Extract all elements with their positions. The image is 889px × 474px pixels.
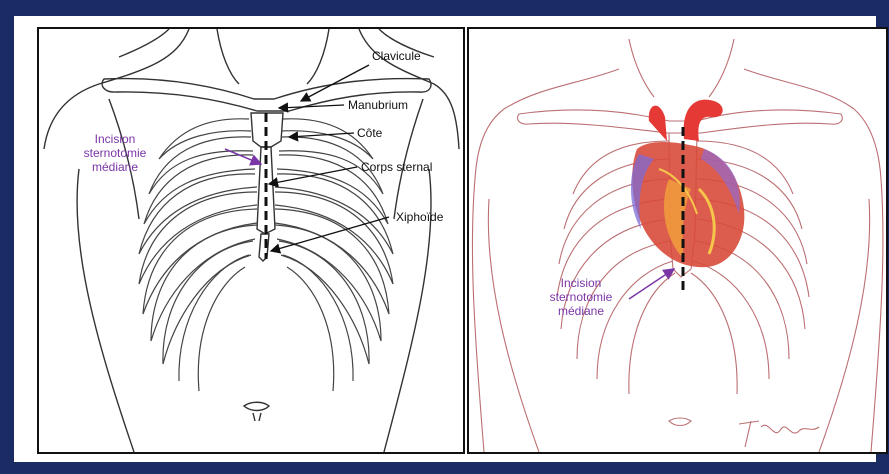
heart-illustration bbox=[631, 100, 744, 268]
skeletal-thorax-diagram: Clavicule Manubrium Côte Corps sternal X… bbox=[37, 27, 465, 454]
label-xiphoide: Xiphoïde bbox=[396, 210, 444, 224]
heart-thorax-svg: Incision sternotomie médiane bbox=[469, 29, 886, 452]
label-corps-sternal: Corps sternal bbox=[361, 160, 432, 174]
thorax-outline bbox=[44, 29, 459, 452]
figure-panel: Clavicule Manubrium Côte Corps sternal X… bbox=[14, 16, 876, 462]
svg-text:sternotomie: sternotomie bbox=[550, 290, 613, 304]
xiphoide-arrow bbox=[271, 217, 389, 251]
skeletal-thorax-svg: Clavicule Manubrium Côte Corps sternal X… bbox=[39, 29, 463, 452]
label-clavicule: Clavicule bbox=[372, 49, 421, 63]
incision-label-right: Incision sternotomie médiane bbox=[550, 276, 613, 318]
heart-thorax-illustration: Incision sternotomie médiane bbox=[467, 27, 888, 454]
incision-arrow-right bbox=[629, 269, 674, 299]
incision-label-left: Incision sternotomie médiane bbox=[84, 132, 147, 174]
label-cote: Côte bbox=[357, 126, 383, 140]
svg-text:médiane: médiane bbox=[92, 160, 138, 174]
svg-text:Incision: Incision bbox=[561, 276, 602, 290]
ribs-left bbox=[139, 119, 257, 391]
svg-text:sternotomie: sternotomie bbox=[84, 146, 147, 160]
svg-text:Incision: Incision bbox=[95, 132, 136, 146]
label-manubrium: Manubrium bbox=[348, 98, 408, 112]
svg-text:médiane: médiane bbox=[558, 304, 604, 318]
